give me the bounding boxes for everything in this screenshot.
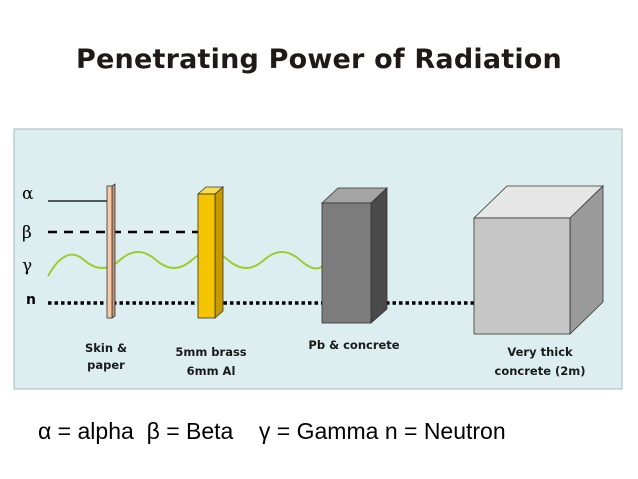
paper-label-line1: Skin & bbox=[85, 341, 127, 355]
ray-label-gamma: γ bbox=[22, 256, 32, 276]
lead-label: Pb & concrete bbox=[308, 338, 399, 352]
legend-caption: α = alpha β = Beta γ = Gamma n = Neutron bbox=[38, 418, 506, 445]
legend-beta: β = Beta bbox=[146, 418, 234, 444]
paper-barrier bbox=[106, 183, 116, 319]
page-title: Penetrating Power of Radiation bbox=[76, 44, 562, 75]
concrete-barrier bbox=[473, 185, 604, 335]
ray-label-neutron: n bbox=[26, 292, 36, 308]
lead-barrier bbox=[320, 187, 389, 324]
legend-neutron: n = Neutron bbox=[384, 418, 506, 444]
legend-alpha: α = alpha bbox=[38, 418, 134, 444]
gamma-ray bbox=[47, 251, 327, 277]
brass-label-line1: 5mm brass bbox=[175, 345, 246, 359]
brass-label-line2: 6mm Al bbox=[187, 364, 236, 378]
brass-barrier bbox=[196, 186, 225, 319]
legend-gamma: γ = Gamma bbox=[258, 418, 379, 444]
concrete-label-line2: concrete (2m) bbox=[495, 364, 586, 378]
ray-label-alpha: α bbox=[22, 184, 34, 204]
ray-label-beta: β bbox=[22, 223, 32, 243]
paper-label-line2: paper bbox=[87, 358, 125, 372]
concrete-label-line1: Very thick bbox=[507, 345, 573, 359]
